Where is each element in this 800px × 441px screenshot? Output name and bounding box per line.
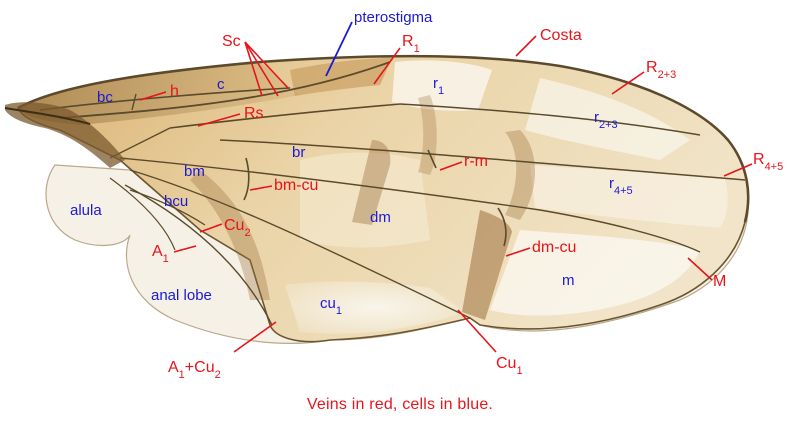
vein-r1 <box>59 61 391 119</box>
vein-rm <box>427 149 437 169</box>
vein-bmcu <box>243 157 250 201</box>
caption: Veins in red, cells in blue. <box>306 396 494 413</box>
leader-r1 <box>373 47 401 85</box>
cell-label-r45cell: r4+5 <box>609 175 633 197</box>
vein-r23 <box>399 103 701 136</box>
vein-label-cu1: Cu1 <box>496 355 523 377</box>
vein-sc <box>39 87 291 111</box>
vein-label-a1cu2: A1+Cu2 <box>168 359 221 381</box>
vein-a1cu2 <box>124 184 273 326</box>
vein-humeral <box>131 93 137 111</box>
cell-label-cu1cell: cu1 <box>320 295 342 317</box>
leader-r45 <box>723 163 753 177</box>
leader-rs <box>197 113 241 127</box>
cell-label-mcell: m <box>562 272 575 289</box>
clear-patch-cu1 <box>285 281 465 334</box>
vein-label-dmcu: dm-cu <box>532 239 576 256</box>
vein-label-r1: R1 <box>402 33 420 55</box>
cell-label-dm: dm <box>370 209 391 226</box>
leader-dmcu <box>505 247 531 257</box>
vein-r45 <box>219 139 746 181</box>
leader-pterostigma <box>325 21 353 77</box>
pterostigma-label: pterostigma <box>354 9 433 26</box>
wing-hinge <box>4 107 91 125</box>
vein-leaders <box>139 35 753 353</box>
band-dmcu <box>462 210 512 320</box>
vein-rs <box>169 103 401 129</box>
leader-costa <box>515 35 537 57</box>
vein-label-cu2: Cu2 <box>224 217 251 239</box>
leader-sc-1 <box>244 41 289 89</box>
wing-base <box>5 102 125 168</box>
leader-m <box>687 257 713 281</box>
clear-patch-dm <box>300 152 430 248</box>
leader-cu1 <box>457 309 497 353</box>
vein-label-sc: Sc <box>222 33 241 50</box>
band-apex <box>505 130 535 220</box>
vein-cu1 <box>129 169 471 319</box>
leader-r23 <box>611 71 645 95</box>
cell-label-r1cell: r1 <box>433 75 444 97</box>
leader-bmcu <box>249 185 273 191</box>
cell-label-bcu: bcu <box>164 193 188 210</box>
clear-patch-m <box>490 230 700 316</box>
vein-costa <box>17 54 750 223</box>
band-basal <box>190 170 270 300</box>
cell-label-alula: alula <box>70 202 102 219</box>
vein-label-r45: R4+5 <box>753 151 783 173</box>
cell-label-bm: bm <box>184 163 205 180</box>
leader-a1cu2 <box>233 321 277 353</box>
vein-network <box>17 54 750 326</box>
vein-basal-cross <box>109 127 171 159</box>
cell-label-bc: bc <box>97 89 113 106</box>
cell-label-anal: anal lobe <box>151 287 212 304</box>
leader-a1 <box>173 245 197 253</box>
band-r45 <box>418 95 437 175</box>
vein-label-a1: A1 <box>152 243 169 265</box>
vein-label-r23: R2+3 <box>646 59 676 81</box>
vein-m <box>119 157 701 253</box>
vein-label-m: M <box>713 273 726 290</box>
clear-patch-r23 <box>525 78 690 160</box>
vein-label-rs: Rs <box>244 105 264 122</box>
cell-label-r23cell: r2+3 <box>594 109 618 131</box>
clear-patch-r1 <box>392 60 492 111</box>
vein-label-bmcu: bm-cu <box>274 177 318 194</box>
leader-h <box>139 91 167 101</box>
leader-cu2 <box>199 223 223 233</box>
clear-patch-r45 <box>530 165 728 228</box>
leader-sc-3 <box>244 41 279 97</box>
cell-label-c: c <box>217 76 225 93</box>
vein-dmcu <box>497 207 507 247</box>
cell-labels: bc c r1 r2+3 br bm r4+5 bcu alula dm anal lobe m cu1 <box>70 75 633 317</box>
vein-label-h: h <box>170 83 179 100</box>
cell-label-br: br <box>292 144 305 161</box>
vein-a1 <box>109 177 176 251</box>
band-rm <box>352 140 391 225</box>
leader-rm <box>439 161 463 171</box>
vein-label-rm: r-m <box>464 153 488 170</box>
vein-label-costa: Costa <box>540 27 582 44</box>
leader-sc-2 <box>244 41 263 97</box>
